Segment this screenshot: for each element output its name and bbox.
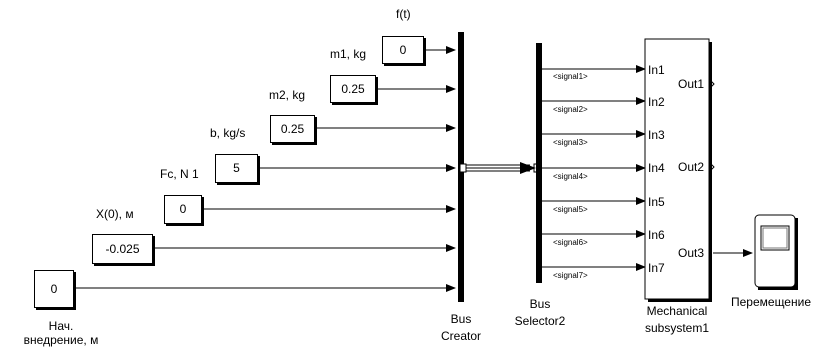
signal-label-7: <signal7> xyxy=(553,271,588,280)
subsystem-label-line2: subsystem1 xyxy=(644,321,710,335)
bus-creator-label-line1: Bus xyxy=(450,312,472,326)
constant-x0-block[interactable]: -0.025 xyxy=(92,234,153,264)
bus-creator-label-line2: Creator xyxy=(440,329,481,343)
constant-m1-value: 0.25 xyxy=(341,82,365,96)
scope-icon[interactable] xyxy=(754,214,798,290)
constant-nach-block[interactable]: 0 xyxy=(34,270,74,308)
constant-fc-value: 0 xyxy=(179,202,187,216)
constant-m1-block[interactable]: 0.25 xyxy=(330,75,376,103)
signal-label-4: <signal4> xyxy=(553,172,588,181)
constant-fc-label: Fc, N 1 xyxy=(160,167,199,181)
subsystem-label: Mechanical subsystem1 xyxy=(627,303,727,337)
constant-ft-value: 0 xyxy=(399,43,407,57)
subsystem-port-in3[interactable]: In3 xyxy=(648,128,665,142)
subsystem-port-in2[interactable]: In2 xyxy=(648,95,665,109)
subsystem-block[interactable] xyxy=(644,38,710,300)
constant-m1-label: m1, kg xyxy=(330,47,367,61)
subsystem-port-in7[interactable]: In7 xyxy=(648,261,665,275)
constant-ft-label: f(t) xyxy=(396,7,411,21)
subsystem-label-line1: Mechanical xyxy=(646,304,708,318)
output-port-markers xyxy=(709,79,715,172)
constant-nach-label-line2: внедрение, м xyxy=(23,333,99,347)
bus-selector-label: Bus Selector2 xyxy=(504,296,576,330)
signal-label-6: <signal6> xyxy=(553,238,588,247)
signal-label-3: <signal3> xyxy=(553,138,588,147)
subsystem-port-out3[interactable]: Out3 xyxy=(678,246,705,260)
constant-nach-value: 0 xyxy=(50,282,58,296)
constant-x0-value: -0.025 xyxy=(105,242,140,256)
bus-selector-label-line1: Bus xyxy=(529,297,551,311)
constant-b-block[interactable]: 5 xyxy=(215,154,258,183)
constant-nach-label-line1: Нач. xyxy=(48,319,74,333)
constant-signal-lines xyxy=(74,46,456,292)
bus-creator-label: Bus Creator xyxy=(426,311,496,345)
signal-label-5: <signal5> xyxy=(553,205,588,214)
constant-m2-label: m2, kg xyxy=(269,88,306,102)
constant-b-label: b, kg/s xyxy=(210,126,246,140)
subsystem-port-in5[interactable]: In5 xyxy=(648,195,665,209)
subsystem-port-in4[interactable]: In4 xyxy=(648,161,665,175)
constant-ft-block[interactable]: 0 xyxy=(382,36,424,64)
signal-label-1: <signal1> xyxy=(553,72,588,81)
scope-label: Перемещение xyxy=(731,295,811,309)
bus-arrowhead xyxy=(520,162,536,174)
constant-fc-block[interactable]: 0 xyxy=(164,195,202,224)
signal-label-2: <signal2> xyxy=(553,105,588,114)
subsystem-port-out1[interactable]: Out1 xyxy=(678,77,705,91)
constant-b-value: 5 xyxy=(233,161,240,175)
subsystem-port-in6[interactable]: In6 xyxy=(648,228,665,242)
bus-selector-label-line2: Selector2 xyxy=(514,314,566,328)
constant-m2-block[interactable]: 0.25 xyxy=(270,115,315,143)
selector-signal-lines xyxy=(542,65,646,271)
constant-nach-label: Нач. внедрение, м xyxy=(16,319,106,347)
bus-selector-block[interactable] xyxy=(536,43,542,283)
subsystem-port-out2[interactable]: Out2 xyxy=(678,160,705,174)
constant-x0-label: X(0), м xyxy=(96,207,134,221)
subsystem-port-in1[interactable]: In1 xyxy=(648,63,665,77)
constant-m2-value: 0.25 xyxy=(280,122,305,136)
